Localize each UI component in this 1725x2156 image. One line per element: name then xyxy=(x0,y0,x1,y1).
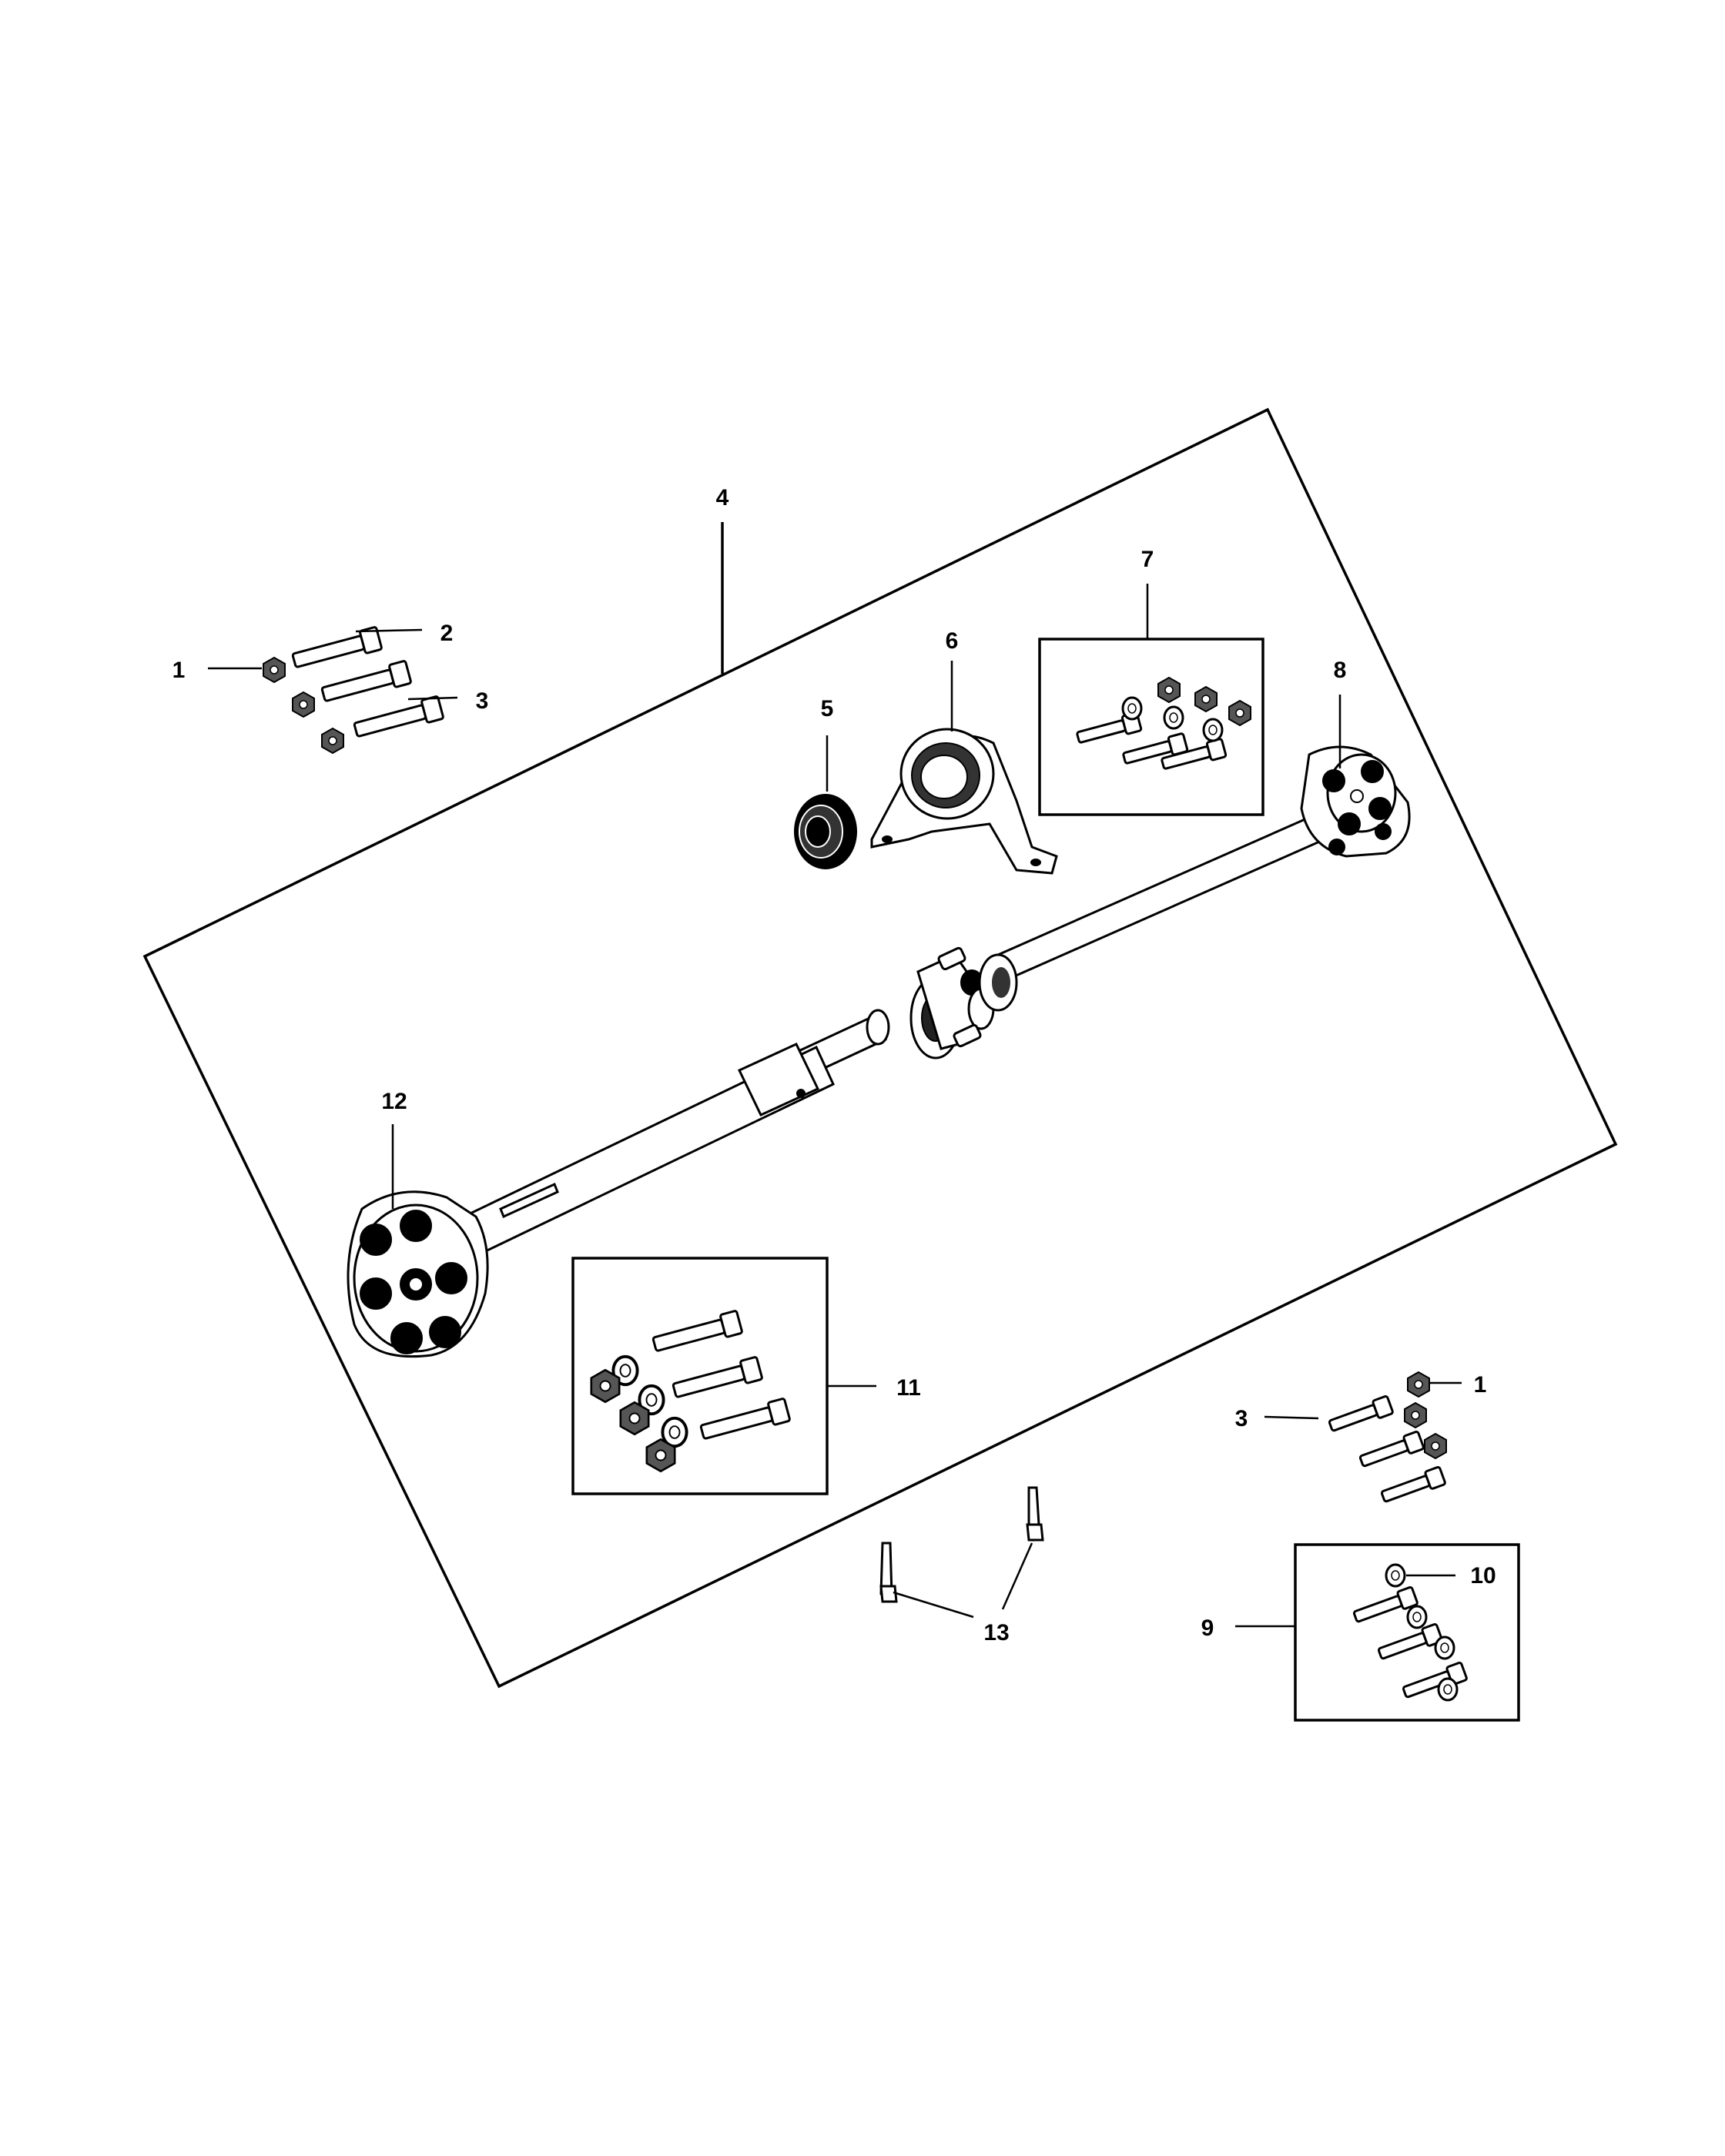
callout-3-bottom: 3 xyxy=(1235,1406,1248,1431)
hardware-kit-box-9 xyxy=(1294,1543,1520,1722)
callout-1-top: 1 xyxy=(172,658,186,683)
callout-12: 12 xyxy=(381,1089,407,1114)
callout-6: 6 xyxy=(946,628,959,654)
washer-icon xyxy=(1121,696,1143,721)
callout-13: 13 xyxy=(983,1620,1009,1645)
hardware-kit-9 xyxy=(1351,1563,1469,1702)
nut-icon xyxy=(1404,1402,1427,1428)
washer-icon xyxy=(1434,1635,1455,1660)
nut-icon xyxy=(321,728,344,754)
center-bearing-icon xyxy=(870,728,1058,875)
bolt-icon xyxy=(1357,1430,1425,1471)
callout-3-top: 3 xyxy=(476,688,489,714)
callout-5: 5 xyxy=(821,696,834,721)
nut-icon xyxy=(645,1438,676,1473)
nut-icon xyxy=(1407,1371,1430,1398)
bolt-icon xyxy=(1375,1622,1444,1664)
bolt-icon xyxy=(650,1309,744,1357)
leader-13-left xyxy=(893,1591,974,1619)
bolt-icon xyxy=(290,625,384,673)
bolt-icon xyxy=(319,659,413,707)
bolt-icon xyxy=(1378,1465,1447,1507)
washer-icon xyxy=(1163,705,1184,730)
nut-icon xyxy=(292,691,315,718)
leader-2 xyxy=(355,628,423,633)
flex-disc-icon xyxy=(1300,745,1411,858)
hardware-kit-7 xyxy=(1074,677,1251,775)
nut-icon xyxy=(263,657,286,683)
flex-disc-icon xyxy=(347,1190,489,1358)
assembly-frame xyxy=(142,407,1618,1689)
callout-9: 9 xyxy=(1201,1615,1214,1641)
callout-11: 11 xyxy=(896,1375,921,1401)
bolt-icon xyxy=(1400,1661,1469,1702)
callout-1-bottom: 1 xyxy=(1474,1372,1487,1398)
leader-3-top xyxy=(407,696,458,701)
center-joint xyxy=(909,946,1018,1060)
cotter-pin-icon xyxy=(1026,1486,1044,1542)
nut-icon xyxy=(590,1368,621,1404)
callout-8: 8 xyxy=(1334,658,1347,683)
leader-3-bottom xyxy=(1264,1415,1319,1420)
bearing-insulator xyxy=(794,794,857,869)
hardware-kit-box-11 xyxy=(571,1257,829,1495)
callout-7: 7 xyxy=(1141,547,1154,572)
bolt-icon xyxy=(698,1397,792,1445)
callout-4: 4 xyxy=(716,485,729,511)
washer-icon xyxy=(1406,1605,1428,1629)
callout-2: 2 xyxy=(440,621,454,646)
bolt-nut-group-bottom xyxy=(1326,1371,1447,1507)
washer-icon xyxy=(1437,1677,1459,1702)
bolt-icon xyxy=(670,1355,764,1403)
driveshaft xyxy=(347,745,1411,1358)
nut-icon xyxy=(1424,1433,1447,1459)
leader-13-right xyxy=(1001,1542,1033,1610)
callout-10: 10 xyxy=(1470,1563,1496,1589)
washer-icon xyxy=(1385,1563,1406,1588)
washer-icon xyxy=(1202,718,1224,742)
cotter-pin-icon xyxy=(879,1542,898,1603)
nut-icon xyxy=(1157,677,1181,703)
bolt-icon xyxy=(351,695,445,742)
hardware-kit-11 xyxy=(590,1309,792,1473)
nut-icon xyxy=(619,1401,650,1436)
hardware-kit-box-7 xyxy=(1038,638,1264,816)
bolt-icon xyxy=(1326,1394,1395,1436)
bolt-nut-group-top xyxy=(263,625,445,754)
nut-icon xyxy=(1228,700,1251,726)
nut-icon xyxy=(1194,686,1218,712)
